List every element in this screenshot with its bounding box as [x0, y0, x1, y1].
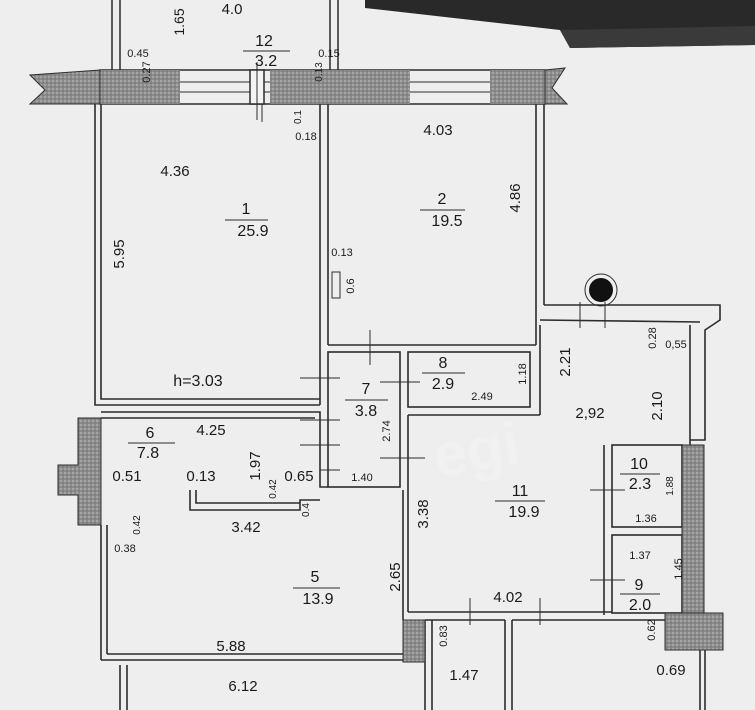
dim: 2.65 — [387, 562, 404, 591]
dim: 0.13 — [331, 247, 352, 259]
room-12-label: 12 3.2 — [243, 33, 290, 70]
dim: 2,92 — [575, 405, 604, 422]
svg-text:25.9: 25.9 — [237, 223, 268, 240]
dim: 0.27 — [141, 61, 153, 82]
watermark: egi — [428, 409, 525, 490]
dim: 0.38 — [114, 543, 135, 555]
svg-text:7: 7 — [362, 381, 371, 398]
dim: 0.45 — [127, 48, 148, 60]
svg-text:9: 9 — [635, 577, 644, 594]
svg-text:19.5: 19.5 — [431, 213, 462, 230]
svg-text:5: 5 — [311, 569, 320, 586]
svg-text:8: 8 — [439, 355, 448, 372]
dim: 5.88 — [216, 638, 245, 655]
svg-text:3.2: 3.2 — [255, 53, 277, 70]
dim: 5.95 — [111, 239, 128, 268]
dim: 0.15 — [318, 48, 339, 60]
dim: 0.83 — [438, 625, 450, 646]
room-7-label: 7 3.8 — [345, 381, 388, 420]
room-labels: 1 25.9 2 19.5 5 13.9 6 7.8 7 3.8 8 2.9 — [128, 33, 660, 614]
dim: 1.45 — [673, 558, 685, 579]
dim: 0.28 — [647, 327, 659, 348]
svg-text:2.9: 2.9 — [432, 376, 454, 393]
svg-text:10: 10 — [630, 456, 648, 473]
dim: 0.51 — [112, 468, 141, 485]
dim: 3.38 — [415, 499, 432, 528]
ticks — [261, 104, 625, 625]
svg-text:1: 1 — [242, 201, 251, 218]
dim: 0.1 — [293, 110, 304, 124]
shadow-corner — [365, 0, 755, 48]
dim: 0,55 — [665, 339, 686, 351]
dim: 0.13 — [186, 468, 215, 485]
dimension-labels: 4.0 1.65 0.45 0.27 0.15 0.13 0.1 0.18 4.… — [111, 1, 687, 695]
dim: 1.88 — [665, 476, 676, 496]
dim: 4.25 — [196, 422, 225, 439]
dim: 0.4 — [301, 503, 312, 517]
dim: 0.65 — [284, 468, 313, 485]
dim: 0.69 — [656, 662, 685, 679]
dim: 3.42 — [231, 519, 260, 536]
dim: 1.36 — [635, 513, 656, 525]
svg-text:6: 6 — [146, 425, 155, 442]
room-12-outline — [111, 0, 339, 70]
dim: 2.74 — [381, 420, 393, 441]
riser-pipe-icon — [584, 273, 618, 307]
svg-text:3.8: 3.8 — [355, 403, 377, 420]
room-10-label: 10 2.3 — [620, 456, 660, 493]
room-9-label: 9 2.0 — [620, 577, 660, 614]
svg-text:2.3: 2.3 — [629, 476, 651, 493]
dim: 0.13 — [314, 62, 325, 82]
svg-text:egi: egi — [428, 409, 525, 490]
room-11-label: 11 19.9 — [495, 483, 545, 521]
dim: 1.40 — [351, 472, 372, 484]
dim: 1.18 — [517, 363, 529, 384]
ceiling-height: h=3.03 — [173, 373, 222, 390]
dim: 1.65 — [171, 8, 187, 35]
dim: 0.62 — [646, 619, 658, 640]
dim: 0.6 — [345, 278, 357, 293]
walls — [94, 104, 721, 710]
svg-text:2.0: 2.0 — [629, 597, 651, 614]
dim: 4.0 — [222, 1, 243, 18]
dim: 1.47 — [449, 667, 478, 684]
room-8-label: 8 2.9 — [422, 355, 465, 393]
dim: 1.97 — [247, 451, 264, 480]
dim: 2.49 — [471, 391, 492, 403]
room-5-label: 5 13.9 — [293, 569, 340, 608]
hatched-blocks — [57, 417, 724, 663]
room-2-label: 2 19.5 — [420, 191, 465, 230]
svg-text:11: 11 — [512, 483, 529, 500]
dim: 2.21 — [557, 347, 574, 376]
dim: 4.02 — [493, 589, 522, 606]
room-1-label: 1 25.9 — [225, 201, 269, 240]
dim: 2.10 — [649, 391, 666, 420]
top-wall — [28, 62, 569, 120]
svg-text:7.8: 7.8 — [137, 445, 159, 462]
dim: 4.36 — [160, 163, 189, 180]
dim: 4.86 — [507, 183, 524, 212]
svg-text:12: 12 — [255, 33, 273, 50]
dim: 4.03 — [423, 122, 452, 139]
svg-text:13.9: 13.9 — [302, 591, 333, 608]
dim: 0.42 — [268, 479, 279, 499]
svg-text:2: 2 — [438, 191, 447, 208]
dim: 0.18 — [295, 131, 316, 143]
dim: 1.37 — [629, 550, 650, 562]
dim: 0.42 — [132, 515, 143, 535]
room-6-label: 6 7.8 — [128, 425, 175, 462]
svg-text:19.9: 19.9 — [508, 504, 539, 521]
dim: 6.12 — [228, 678, 257, 695]
